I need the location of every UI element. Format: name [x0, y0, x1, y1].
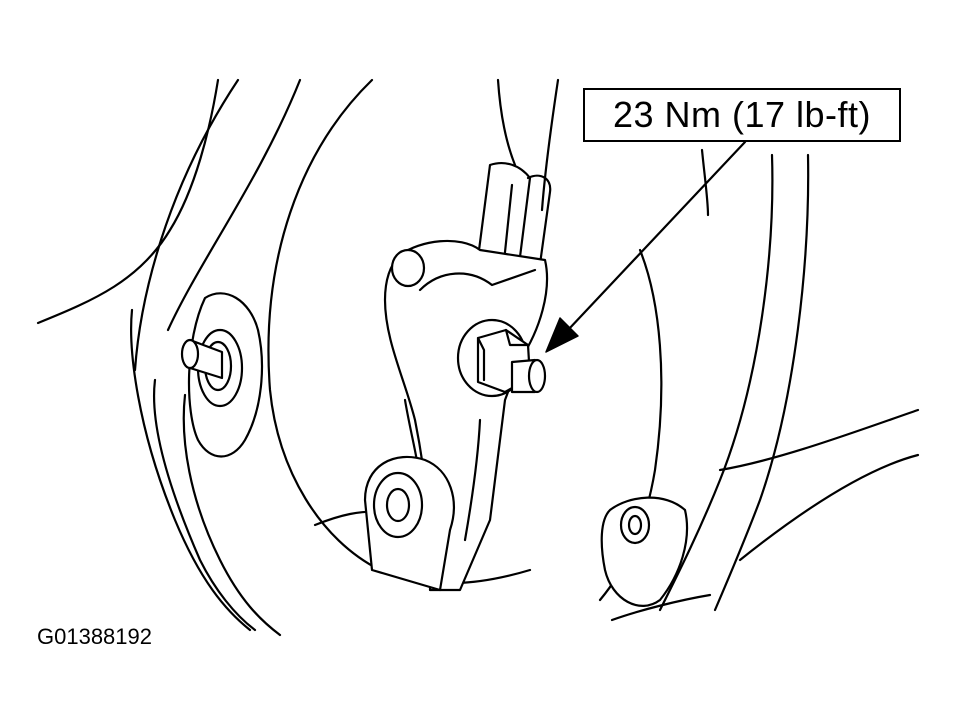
left-stud-plate	[180, 292, 264, 458]
hinge-nut-bolt	[456, 318, 547, 398]
body-panel-lines	[36, 78, 302, 637]
torque-leader-arrow	[545, 140, 747, 353]
torque-spec-label: 23 Nm (17 lb-ft)	[612, 94, 872, 135]
torque-callout-box: 23 Nm (17 lb-ft)	[583, 88, 901, 142]
right-stud-plate	[600, 496, 689, 607]
right-panel-lines	[598, 148, 920, 622]
lower-hinge-eye	[363, 455, 455, 592]
figure-id-label: G01388192	[37, 624, 152, 649]
